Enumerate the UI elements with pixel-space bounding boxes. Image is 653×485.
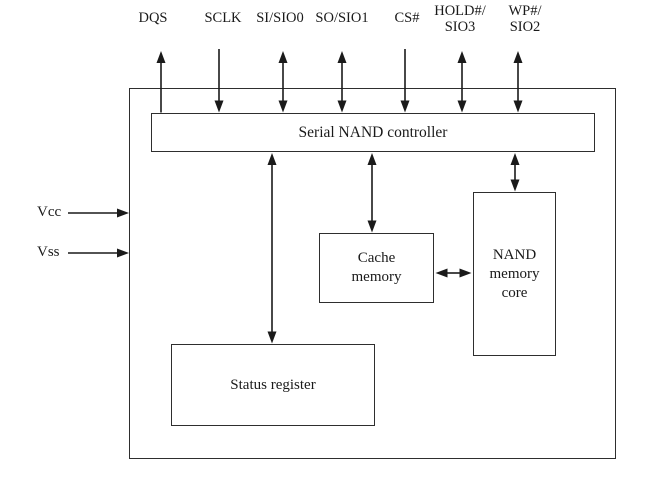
pin-label-so-sio1: SO/SIO1	[315, 10, 369, 26]
pin-label-cs: CS#	[394, 10, 420, 26]
pin-label-dqs: DQS	[138, 10, 168, 26]
arrow-controller-nand-core	[510, 153, 520, 192]
pin-label-si-sio0: SI/SIO0	[256, 10, 304, 26]
chip-outline-box	[129, 88, 616, 459]
pin-arrow-so-sio1	[337, 51, 347, 113]
pin-arrow-hold-sio3	[457, 51, 467, 113]
pin-arrow-wp-sio2	[513, 51, 523, 113]
pin-label-vcc: Vcc	[37, 204, 62, 220]
pin-label-hold-sio3: HOLD#/ SIO3	[434, 3, 486, 35]
arrow-controller-status-register	[267, 153, 277, 344]
pin-arrow-sclk	[214, 49, 224, 113]
pin-arrow-vss	[68, 248, 129, 258]
pin-arrow-cs	[400, 49, 410, 113]
status-register-block: Status register	[171, 344, 375, 426]
serial-nand-controller-block: Serial NAND controller	[151, 113, 595, 152]
pin-arrow-si-sio0	[278, 51, 288, 113]
pin-label-vss: Vss	[37, 244, 60, 260]
pin-label-wp-sio2: WP#/ SIO2	[508, 3, 542, 35]
pin-arrow-vcc	[68, 208, 129, 218]
nand-memory-core-block: NAND memory core	[473, 192, 556, 356]
cache-memory-block: Cache memory	[319, 233, 434, 303]
arrow-cache-nand-core	[435, 268, 472, 278]
arrow-controller-cache	[367, 153, 377, 233]
pin-arrow-dqs	[156, 51, 166, 113]
pin-label-sclk: SCLK	[204, 10, 242, 26]
